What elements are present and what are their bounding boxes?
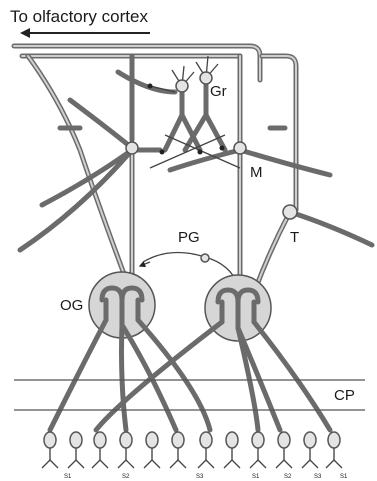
label-granule: Gr: [210, 83, 227, 100]
receptor-tag: S1: [64, 474, 72, 480]
receptor-axons: [50, 320, 330, 430]
lateral-olfactory-tract: [14, 46, 296, 210]
label-tufted: T: [290, 229, 299, 246]
receptor-tags: S1 S2 S3 S1 S2 S3 S1: [64, 474, 348, 480]
receptor-tag: S3: [196, 474, 204, 480]
receptor-tag: S1: [340, 474, 348, 480]
receptor-neurons: [42, 432, 342, 468]
receptor-tag: S3: [314, 474, 322, 480]
label-mitral: M: [250, 164, 263, 181]
receptor-tag: S2: [122, 474, 130, 480]
arrow-label: To olfactory cortex: [10, 7, 148, 26]
mitral-cell-left: [20, 56, 160, 290]
label-glomerulus: OG: [60, 297, 83, 314]
tufted-cell: [255, 205, 372, 290]
receptor-tag: S1: [252, 474, 260, 480]
label-periglomerular: PG: [178, 229, 200, 246]
label-cribriform-plate: CP: [334, 387, 355, 404]
receptor-tag: S2: [284, 474, 292, 480]
